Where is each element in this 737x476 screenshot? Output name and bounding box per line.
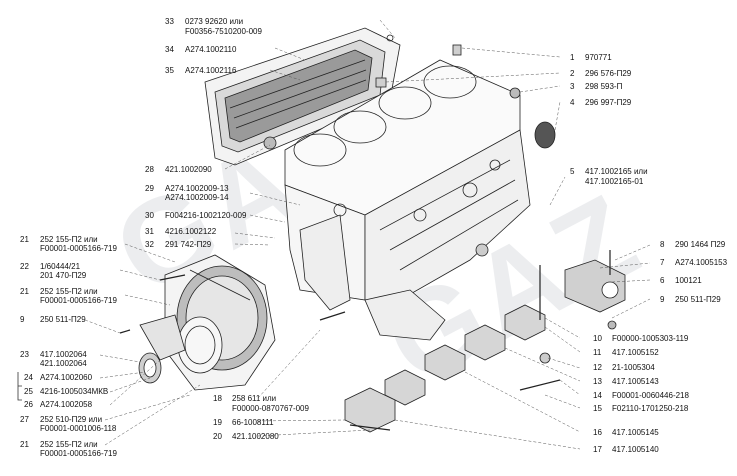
callout-number: 29 [145,184,154,193]
callout-number: 11 [593,348,602,357]
callout-number: 35 [165,66,174,75]
callout-number: 9 [660,295,665,304]
part-code: 421.1002064 [40,359,87,368]
callout-number: 21 [20,440,29,449]
callout-number: 25 [24,387,33,396]
part-code: 417.1005143 [612,377,659,386]
callout-number: 21 [20,287,29,296]
part-code: F00001-0005166-719 [40,449,117,458]
callout-number: 31 [145,227,154,236]
callout-number: 34 [165,45,174,54]
part-code: А274.1002110 [185,45,237,54]
part-code: 417.1002064 [40,350,87,359]
callout-number: 8 [660,240,665,249]
callout-number: 16 [593,428,602,437]
callout-number: 27 [20,415,29,424]
part-code: 250 511-П29 [40,315,86,324]
part-code: 417.1005140 [612,445,659,454]
part-code: 417.1005152 [612,348,659,357]
part-code: 421.1002080 [232,432,279,441]
part-code: 252 510-П29 или [40,415,103,424]
rear-main-cap [564,259,626,330]
part-code: А274.1002058 [40,400,93,409]
callout-number: 1 [570,53,575,62]
part-code: А274.1002009-13 [165,184,229,193]
part-code: 298 593-П [585,82,623,91]
part-code: 970771 [585,53,612,62]
part-code: А274.1002116 [185,66,237,75]
part-code: F00001-0060446-218 [612,391,689,400]
callout-number: 2 [570,69,575,78]
callout-number: 18 [213,394,222,403]
callout-number: 24 [24,373,33,382]
part-code: 4216-1005034МКВ [40,387,109,396]
part-code: А274.1005153 [675,258,728,267]
callout-number: 14 [593,391,602,400]
rear-seal [138,352,162,384]
cylinder-block [284,59,531,301]
callout-number: 10 [593,334,602,343]
callout-number: 7 [660,258,665,267]
part-code: А274.1002009-14 [165,193,229,202]
callout-number: 15 [593,404,602,413]
part-code: F00001-0005166-719 [40,296,117,305]
part-code: 290 1464 П29 [675,240,726,249]
part-code: F02110-1701250-218 [612,404,689,413]
part-code: F00000-0870767-009 [232,404,309,413]
part-code: 417.1005145 [612,428,659,437]
part-code: F00000-1005303-119 [612,334,689,343]
part-code: F00356-7510200-009 [185,27,262,36]
callout-number: 17 [593,445,602,454]
leader-lines [84,19,651,450]
callout-number: 4 [570,98,575,107]
side-cover [204,27,401,166]
part-code: А274.1002060 [40,373,93,382]
part-code: 417.1002165-01 [585,177,644,186]
part-code: 100121 [675,276,702,285]
part-code: 252 155-П2 или [40,235,98,244]
callout-number: 6 [660,276,665,285]
callout-number: 19 [213,418,222,427]
part-code: F00001-0005166-719 [40,244,117,253]
part-code: 421.1002090 [165,165,212,174]
callout-number: 28 [145,165,154,174]
part-code: F00001-0001006-118 [40,424,117,433]
part-code: 66-1008111 [232,418,274,427]
callout-number: 13 [593,377,602,386]
callout-number: 12 [593,363,602,372]
part-code: F004216-1002120-009 [165,211,247,220]
front-bracket [299,214,446,341]
callout-number: 23 [20,350,29,359]
callout-number: 5 [570,167,575,176]
callout-number: 32 [145,240,154,249]
part-code: 1/60444/21 [40,262,81,271]
part-code: 21-1005304 [612,363,655,372]
part-code: 417.1002165 или [585,167,648,176]
part-code: 252 155-П2 или [40,287,98,296]
part-code: 4216.1002122 [165,227,217,236]
lower-bracket [139,314,186,361]
part-code: 201 470-П29 [40,271,87,280]
callout-number: 22 [20,262,29,271]
callout-number: 9 [20,315,25,324]
callout-number: 33 [165,17,174,26]
part-code: 250 511-П29 [675,295,721,304]
part-code: 252 155-П2 или [40,440,98,449]
part-code: 291 742-П29 [165,240,212,249]
bearing-caps [344,304,551,433]
callout-number: 30 [145,211,154,220]
bolts [119,250,611,431]
part-code: 0273 92620 или [185,17,244,26]
part-code: 296 997-П29 [585,98,632,107]
callout-number: 26 [24,400,33,409]
part-code: 296 576-П29 [585,69,632,78]
part-code: 258 611 или [232,394,277,403]
callout-number: 20 [213,432,222,441]
callout-number: 3 [570,82,575,91]
callout-number: 21 [20,235,29,244]
plugs [263,44,556,257]
flywheel-housing [164,254,276,391]
